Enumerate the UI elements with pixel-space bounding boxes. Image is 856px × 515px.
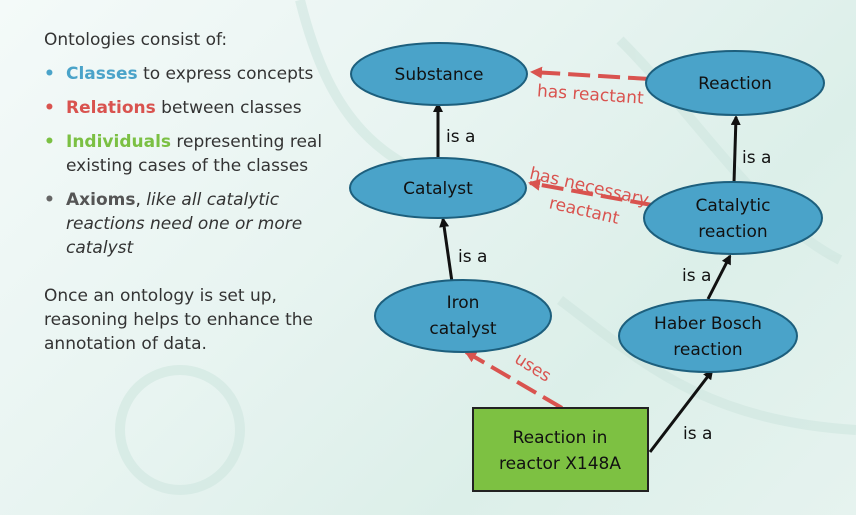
node-label-line-1: Haber Bosch xyxy=(654,314,762,334)
bullet-axioms: • Axioms, like all catalytic reactions n… xyxy=(44,188,334,260)
bullet-dot-icon: • xyxy=(44,132,55,152)
label-isa-haber-catalytic: is a xyxy=(682,266,711,286)
node-label-line-1: Iron xyxy=(447,293,480,313)
node-catalytic-reaction: Catalytic reaction xyxy=(643,181,823,255)
label-isa-iron-catalyst: is a xyxy=(458,247,487,267)
bullet-individuals: • Individuals representing real existing… xyxy=(44,130,334,178)
edge-isa-iron-catalyst xyxy=(439,217,454,283)
node-label: Catalyst xyxy=(403,179,473,199)
label-has-reactant: has reactant xyxy=(536,81,644,108)
edge-isa-catalytic-reaction xyxy=(730,115,741,184)
bullet-keyword: Classes xyxy=(66,64,138,84)
bullet-relations: • Relations between classes xyxy=(44,96,334,120)
node-iron-catalyst: Iron catalyst xyxy=(374,279,552,353)
node-label: Substance xyxy=(395,65,484,85)
node-label-line-2: catalyst xyxy=(429,319,496,339)
node-substance: Substance xyxy=(350,42,528,106)
bullet-dot-icon: • xyxy=(44,98,55,118)
bullet-keyword: Relations xyxy=(66,98,156,118)
bullet-classes: • Classes to express concepts xyxy=(44,62,334,86)
node-catalyst: Catalyst xyxy=(349,157,527,219)
label-isa-individual-haber: is a xyxy=(683,424,712,444)
label-isa-catalytic-reaction: is a xyxy=(742,148,771,168)
bullet-text: like all catalytic reactions need one or… xyxy=(66,190,303,258)
edge-isa-haber-catalytic xyxy=(706,254,732,300)
bullet-separator: , xyxy=(135,190,147,210)
left-text-panel: Ontologies consist of: • Classes to expr… xyxy=(44,28,334,373)
node-haber-bosch: Haber Bosch reaction xyxy=(618,299,798,373)
node-individual-reaction: Reaction in reactor X148A xyxy=(472,407,649,492)
bullet-text: between classes xyxy=(155,98,302,118)
node-label-line-1: Reaction in xyxy=(513,428,608,448)
edge-has-reactant xyxy=(530,66,651,81)
node-label-line-2: reaction xyxy=(698,222,767,242)
bullet-dot-icon: • xyxy=(44,64,55,84)
edge-has-necessary-reactant xyxy=(528,178,653,207)
label-uses: uses xyxy=(511,349,555,387)
node-label-line-2: reaction xyxy=(673,340,742,360)
node-label-line-1: Catalytic xyxy=(696,196,771,216)
bullet-keyword: Axioms xyxy=(66,190,136,210)
edge-uses xyxy=(464,350,564,410)
node-label-line-2: reactor X148A xyxy=(499,454,621,474)
label-isa-catalyst-substance: is a xyxy=(446,127,475,147)
bullet-keyword: Individuals xyxy=(66,132,172,152)
node-reaction: Reaction xyxy=(645,50,825,116)
bullet-list: • Classes to express concepts • Relation… xyxy=(44,62,334,260)
node-label: Reaction xyxy=(698,74,772,94)
bullet-text: representing real existing cases of the … xyxy=(66,132,323,176)
bullet-text: to express concepts xyxy=(137,64,314,84)
edge-isa-individual-haber xyxy=(648,369,714,453)
intro-text: Ontologies consist of: xyxy=(44,30,228,50)
outro-text: Once an ontology is set up, reasoning he… xyxy=(44,286,314,354)
bullet-dot-icon: • xyxy=(44,190,55,210)
